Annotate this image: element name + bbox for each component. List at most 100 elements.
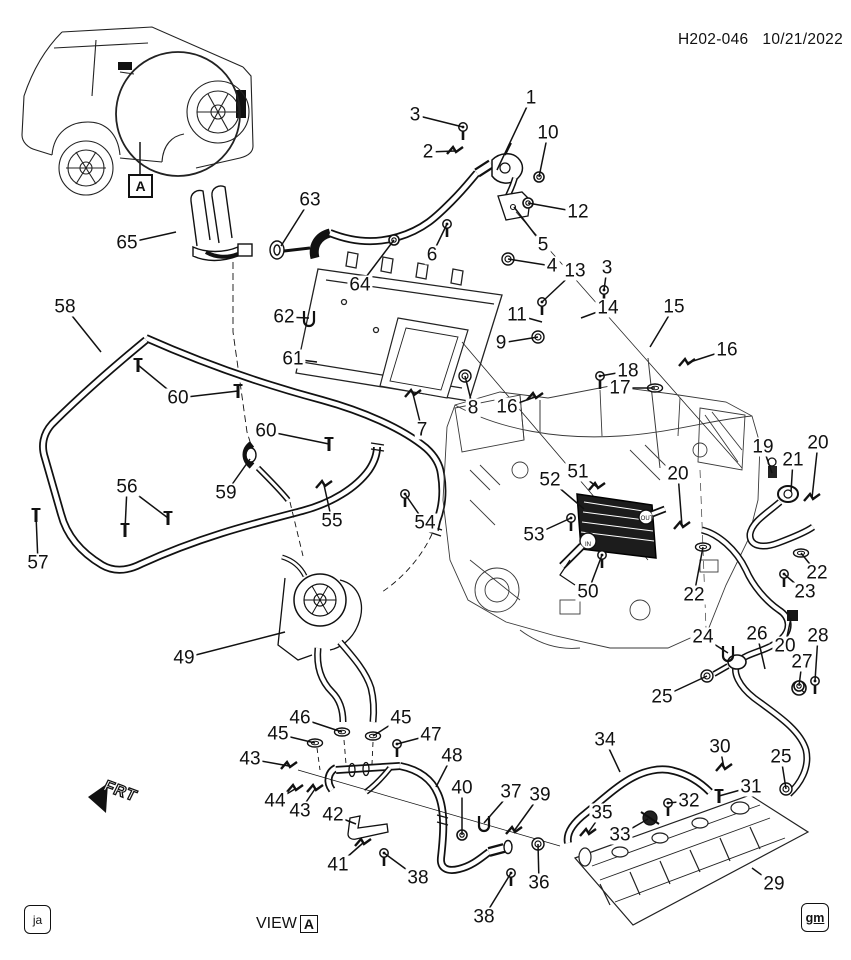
leader-line-49	[183, 631, 286, 659]
callout-61: 61	[280, 348, 306, 370]
callout-44: 44	[262, 790, 288, 812]
callout-20: 20	[772, 635, 798, 657]
callout-4: 4	[544, 255, 560, 277]
callout-64: 64	[347, 274, 373, 296]
callout-15: 15	[661, 296, 687, 318]
callout-25: 25	[768, 746, 794, 768]
callout-32: 32	[676, 790, 702, 812]
cooler-out-label: OUT	[640, 516, 654, 522]
callout-12: 12	[565, 201, 591, 223]
callout-40: 40	[449, 777, 475, 799]
left-loop-hose-art	[39, 334, 447, 593]
callout-22: 22	[804, 562, 830, 584]
upper-hose-art	[309, 142, 531, 260]
callout-30: 30	[707, 736, 733, 758]
callout-50: 50	[575, 581, 601, 603]
callout-20: 20	[805, 432, 831, 454]
callout-60: 60	[253, 420, 279, 442]
callout-59: 59	[213, 482, 239, 504]
callout-57: 57	[25, 552, 51, 574]
callout-22: 22	[681, 584, 707, 606]
callout-35: 35	[589, 802, 615, 824]
view-ref-box: A	[128, 174, 153, 198]
callout-56: 56	[114, 476, 140, 498]
callout-65: 65	[114, 232, 140, 254]
callout-41: 41	[325, 854, 351, 876]
drawing-number: H202-046	[677, 31, 749, 48]
leader-line-1	[496, 97, 532, 171]
cooler-in-label: IN	[585, 542, 591, 548]
lower-hose-art	[563, 765, 713, 844]
callout-26: 26	[744, 623, 770, 645]
callout-43: 43	[287, 800, 313, 822]
bracket-65-art	[190, 185, 311, 449]
callout-27: 27	[789, 651, 815, 673]
callout-49: 49	[171, 647, 197, 669]
callout-23: 23	[792, 581, 818, 603]
view-ref: A	[299, 915, 319, 933]
callout-45: 45	[388, 707, 414, 729]
callout-38: 38	[471, 906, 497, 928]
callout-48: 48	[439, 745, 465, 767]
frt-arrow-icon	[88, 783, 108, 813]
drawing-date: 10/21/2022	[762, 31, 843, 48]
callout-42: 42	[320, 804, 346, 826]
callout-34: 34	[592, 729, 618, 751]
callout-58: 58	[52, 296, 78, 318]
callout-39: 39	[527, 784, 553, 806]
drawing-header: H202-046 10/21/2022	[678, 31, 843, 49]
view-label-group: VIEW A	[256, 915, 319, 933]
callout-31: 31	[738, 776, 764, 798]
callout-38: 38	[405, 867, 431, 889]
corner-code-left: ja	[24, 905, 51, 934]
callout-29: 29	[761, 873, 787, 895]
callout-20: 20	[665, 463, 691, 485]
callout-1: 1	[523, 87, 539, 109]
oil-cooler-art	[559, 493, 667, 586]
callout-16: 16	[714, 339, 740, 361]
callout-60: 60	[165, 387, 191, 409]
callout-62: 62	[271, 306, 297, 328]
callout-25: 25	[649, 686, 675, 708]
engine-block-art	[442, 357, 761, 649]
callout-6: 6	[424, 244, 440, 266]
view-label: VIEW	[256, 915, 297, 932]
callout-45: 45	[265, 723, 291, 745]
callout-3: 3	[407, 104, 423, 126]
callout-3: 3	[599, 257, 615, 279]
callout-21: 21	[780, 449, 806, 471]
junction-hose-art	[297, 761, 561, 874]
callout-53: 53	[521, 524, 547, 546]
callout-9: 9	[493, 332, 509, 354]
callout-5: 5	[535, 234, 551, 256]
callout-47: 47	[418, 724, 444, 746]
gm-logo: gm	[801, 903, 829, 932]
callout-13: 13	[562, 260, 588, 282]
vehicle-inset-art	[21, 26, 254, 196]
callout-43: 43	[237, 748, 263, 770]
callout-63: 63	[297, 189, 323, 211]
gm-logo-text: gm	[805, 910, 825, 925]
callout-19: 19	[750, 436, 776, 458]
callout-54: 54	[412, 512, 438, 534]
manifold-61-art	[295, 211, 743, 561]
callout-24: 24	[690, 626, 716, 648]
callout-8: 8	[465, 397, 481, 419]
callout-17: 17	[607, 377, 633, 399]
callout-11: 11	[505, 304, 529, 326]
pump-49-art	[277, 554, 378, 771]
callout-2: 2	[420, 141, 436, 163]
frt-label: FRT	[100, 777, 141, 806]
callout-16: 16	[494, 396, 520, 418]
callout-10: 10	[535, 122, 561, 144]
leader-line-4	[507, 258, 553, 267]
callout-7: 7	[414, 419, 430, 441]
manifold-29-art	[573, 794, 810, 926]
callout-46: 46	[287, 707, 313, 729]
callout-28: 28	[805, 625, 831, 647]
callout-33: 33	[607, 824, 633, 846]
callout-18: 18	[615, 360, 641, 382]
